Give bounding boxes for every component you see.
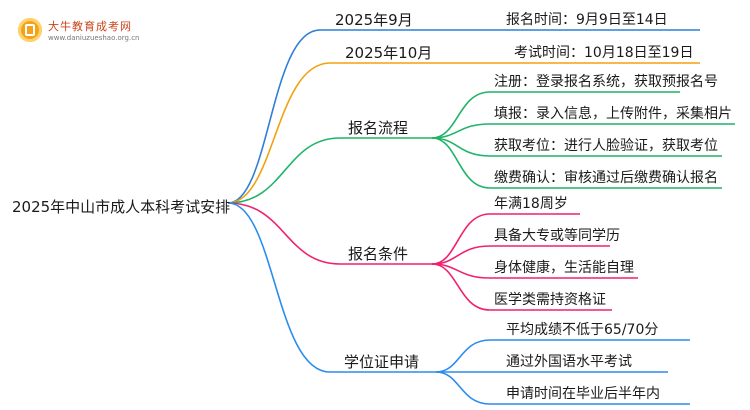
edge-degree-3 xyxy=(435,371,690,405)
condition-item: 医学类需持资格证 xyxy=(494,292,606,308)
condition-item: 身体健康，生活能自理 xyxy=(494,260,634,276)
branch-sep: 2025年9月 xyxy=(335,11,413,29)
degree-item: 通过外国语水平考试 xyxy=(506,354,632,370)
process-item: 注册：登录报名系统，获取预报名号 xyxy=(494,74,718,90)
condition-item: 年满18周岁 xyxy=(494,196,568,212)
sep-detail: 报名时间：9月9日至14日 xyxy=(506,12,668,28)
branch-degree: 学位证申请 xyxy=(344,353,420,371)
branch-process: 报名流程 xyxy=(348,119,409,137)
edge-process-4 xyxy=(431,137,722,189)
branch-conditions: 报名条件 xyxy=(348,245,409,263)
process-item: 获取考位：进行人脸验证，获取考位 xyxy=(494,138,718,154)
site-logo: 大牛教育成考网 www.daniuzueshao.org.cn xyxy=(14,14,164,48)
root-node: 2025年中山市成人本科考试安排 xyxy=(12,198,231,216)
book-icon xyxy=(18,18,42,42)
edge-conditions-4 xyxy=(431,263,612,311)
edge-process-3 xyxy=(431,137,722,157)
degree-item: 申请时间在毕业后半年内 xyxy=(506,386,660,402)
edge-root-sep xyxy=(227,29,480,204)
edge-root-process xyxy=(227,137,432,204)
edge-conditions-1 xyxy=(431,213,580,265)
logo-url: www.daniuzueshao.org.cn xyxy=(48,34,140,42)
degree-item: 平均成绩不低于65/70分 xyxy=(506,322,659,338)
edge-conditions-3 xyxy=(431,263,638,279)
oct-detail: 考试时间：10月18日至19日 xyxy=(514,45,694,61)
logo-name: 大牛教育成考网 xyxy=(48,20,132,33)
edge-process-1 xyxy=(431,91,680,139)
edge-process-2 xyxy=(431,123,735,139)
edge-root-degree xyxy=(227,202,436,373)
branch-oct: 2025年10月 xyxy=(345,44,433,62)
edge-root-conditions xyxy=(227,202,432,265)
process-item: 缴费确认：审核通过后缴费确认报名 xyxy=(494,170,718,186)
edge-degree-1 xyxy=(435,339,690,373)
condition-item: 具备大专或等同学历 xyxy=(494,228,620,244)
process-item: 填报：录入信息，上传附件，采集相片 xyxy=(494,106,732,122)
edge-conditions-2 xyxy=(431,245,610,265)
edge-root-oct xyxy=(227,62,480,204)
